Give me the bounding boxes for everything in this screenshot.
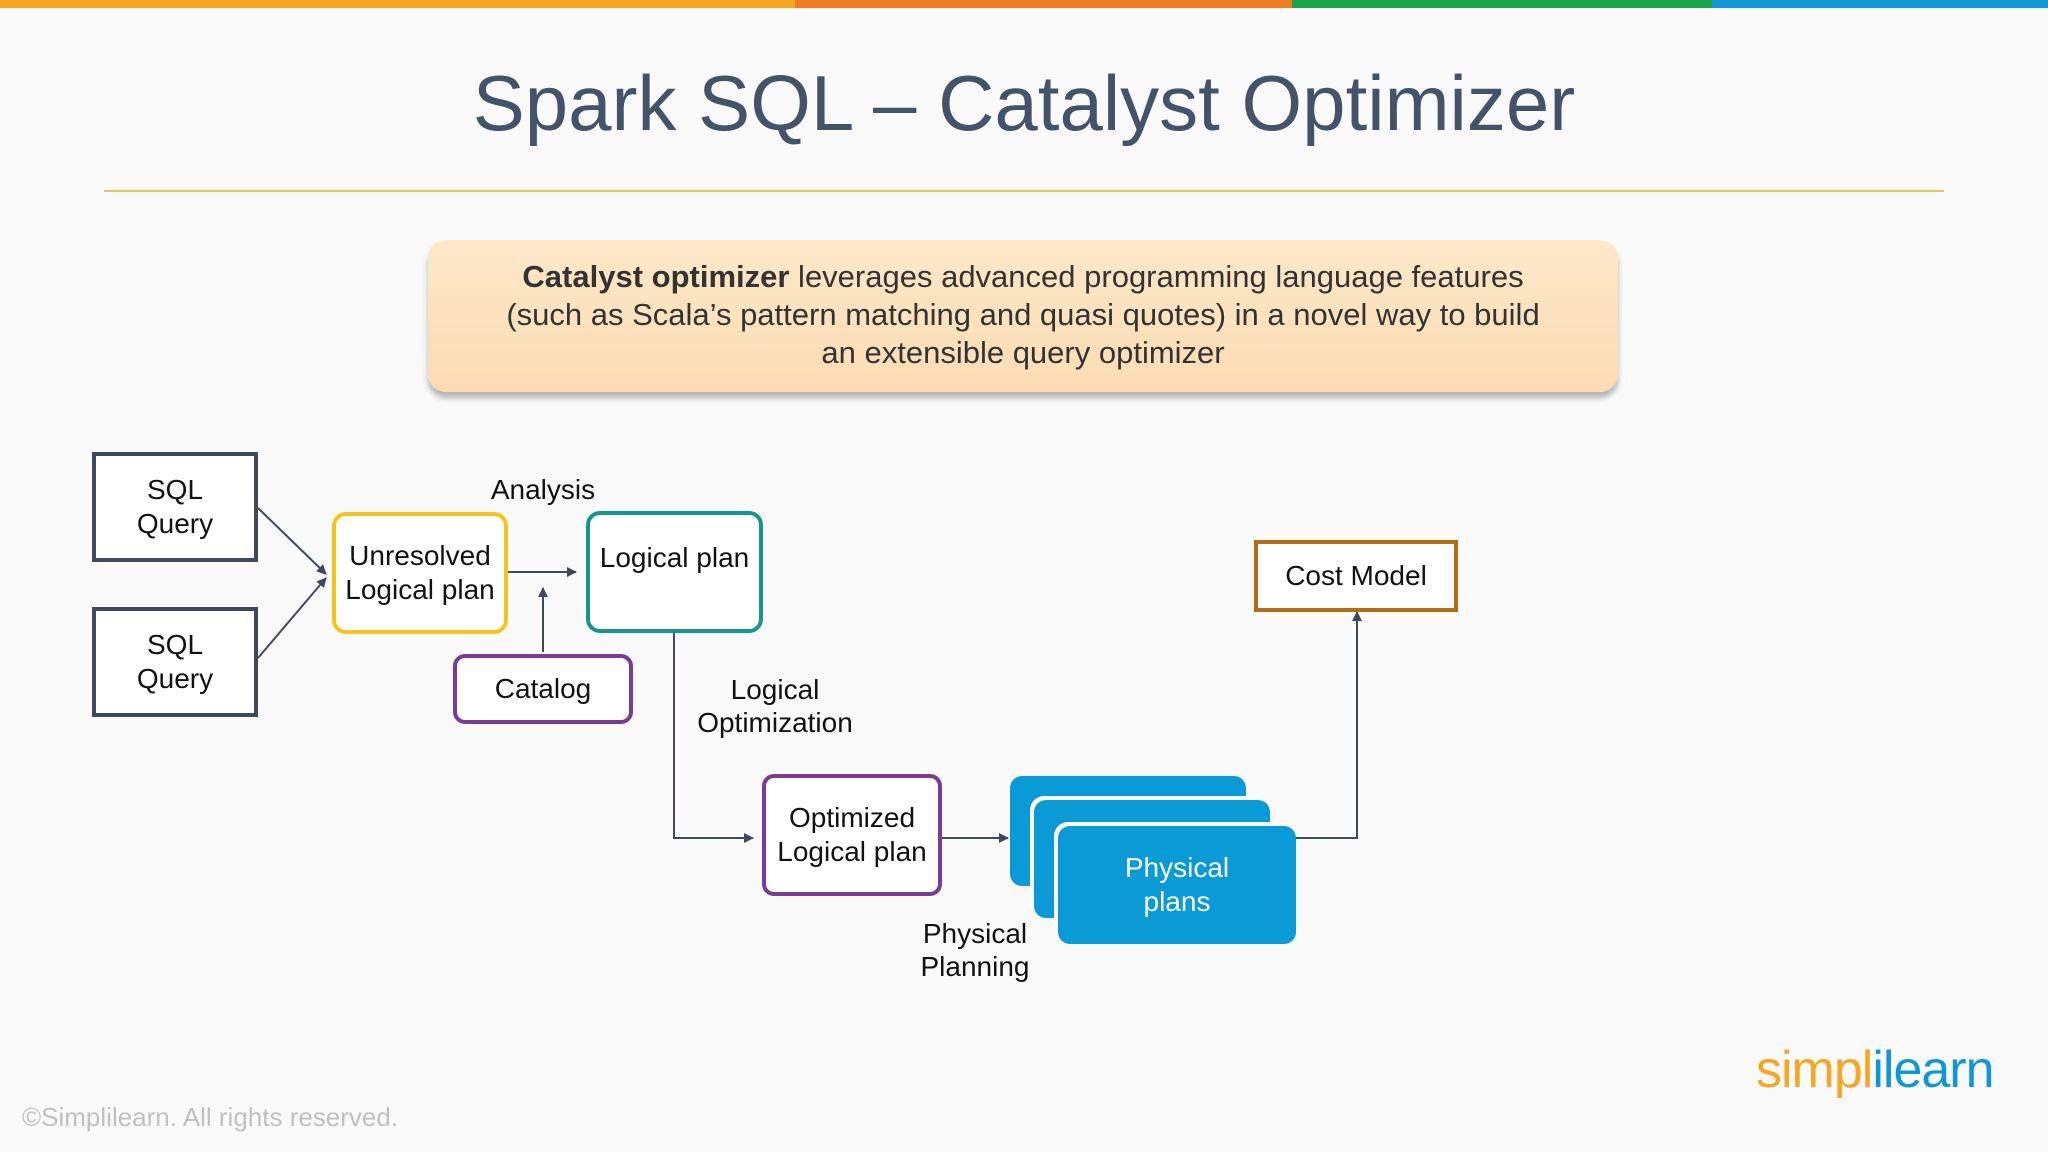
logo-part-2: i <box>1872 1041 1884 1099</box>
physical-planning-label: Physical Planning <box>920 918 1030 982</box>
arrow-logical-to-optimized <box>673 632 754 843</box>
simplilearn-logo: simplilearn <box>1756 1040 1995 1100</box>
optimized-logical-plan-label: Optimized Logical plan <box>777 802 927 867</box>
callout-bold-term: Catalyst optimizer <box>522 259 790 294</box>
logo-part-1: simpl <box>1756 1041 1873 1099</box>
arrow-sql2-to-unresolved <box>257 577 327 659</box>
sql-query-box-1: SQL Query <box>92 452 258 562</box>
callout-line-1: leverages advanced programming language … <box>789 259 1524 294</box>
top-bar-segment-blue <box>1712 0 2048 8</box>
catalog-box: Catalog <box>453 654 633 724</box>
sql-query-1-label: SQL Query <box>136 474 214 539</box>
optimized-logical-plan-box: Optimized Logical plan <box>762 774 942 896</box>
sql-query-box-2: SQL Query <box>92 607 258 717</box>
physical-plans-label: Physical plans <box>1124 852 1230 917</box>
physical-plans-box: Physical plans <box>1058 826 1296 944</box>
top-bar-segment-red-orange <box>795 0 1292 8</box>
logical-optimization-label: Logical Optimization <box>697 674 853 738</box>
analysis-label: Analysis <box>490 474 596 505</box>
top-bar-segment-green <box>1292 0 1712 8</box>
logical-plan-label: Logical plan <box>599 542 750 573</box>
cost-model-box: Cost Model <box>1254 540 1458 612</box>
unresolved-logical-plan-box: Unresolved Logical plan <box>332 512 508 634</box>
top-bar-segment-orange <box>0 0 795 8</box>
logical-plan-box: Logical plan <box>586 511 763 633</box>
arrow-sql1-to-unresolved <box>257 507 327 575</box>
copyright-footer: ©Simplilearn. All rights reserved. <box>22 1102 399 1132</box>
logo-part-3: learn <box>1882 1041 1995 1099</box>
title-divider <box>104 190 1944 192</box>
sql-query-2-label: SQL Query <box>136 629 214 694</box>
cost-model-label: Cost Model <box>1285 560 1427 591</box>
top-color-bar <box>0 0 2048 8</box>
callout-line-2: (such as Scala’s pattern matching and qu… <box>506 297 1540 332</box>
catalog-label: Catalog <box>494 673 592 704</box>
callout-line-3: an extensible query optimizer <box>821 335 1225 370</box>
slide-title: Spark SQL – Catalyst Optimizer <box>472 59 1576 147</box>
unresolved-logical-plan-label: Unresolved Logical plan <box>345 540 495 605</box>
arrow-physical-to-cost-model <box>1296 611 1362 839</box>
definition-callout: Catalyst optimizer leverages advanced pr… <box>428 240 1618 392</box>
